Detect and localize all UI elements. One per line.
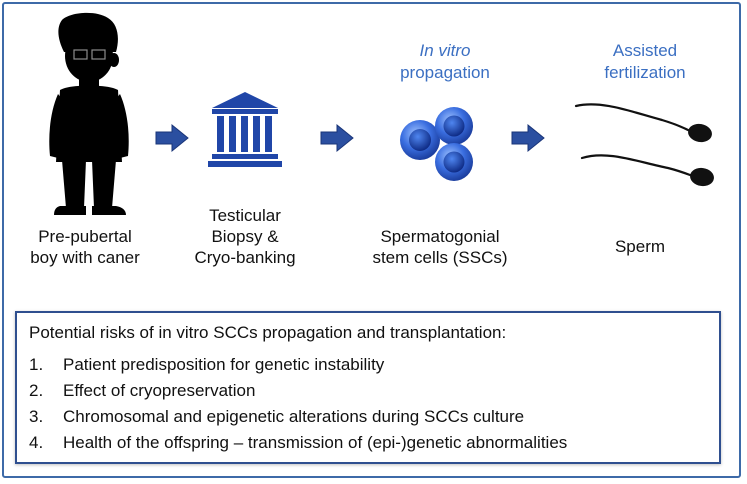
sperm-icon: [574, 103, 714, 187]
step-label-sperm: Sperm: [614, 237, 666, 256]
bank-building-icon: [208, 92, 282, 167]
step-label-boy: Pre-pubertal boy with caner: [30, 227, 140, 267]
figure-frame: [2, 2, 741, 478]
arrow-right-icon: [320, 123, 354, 153]
risk-item: 3.Chromosomal and epigenetic alterations…: [29, 407, 525, 426]
step-label-ssc: Spermatogonial stem cells (SSCs): [372, 227, 508, 267]
risk-item: 1.Patient predisposition for genetic ins…: [29, 355, 385, 374]
arrow-right-icon: [155, 123, 189, 153]
arrow-right-icon: [511, 123, 545, 153]
risk-item: 4.Health of the offspring – transmission…: [29, 433, 568, 452]
step-header-in-vitro: In vitro propagation: [400, 41, 490, 82]
risks-title: Potential risks of in vitro SCCs propaga…: [29, 323, 507, 342]
step-label-biopsy: Testicular Biopsy & Cryo-banking: [194, 206, 296, 267]
risks-box: Potential risks of in vitro SCCs propaga…: [15, 311, 721, 464]
step-header-assisted-fertilization: Assisted fertilization: [604, 41, 686, 82]
cells-cluster-icon: [400, 107, 473, 181]
risk-item: 2.Effect of cryopreservation: [29, 381, 256, 400]
boy-silhouette-icon: [49, 12, 129, 215]
